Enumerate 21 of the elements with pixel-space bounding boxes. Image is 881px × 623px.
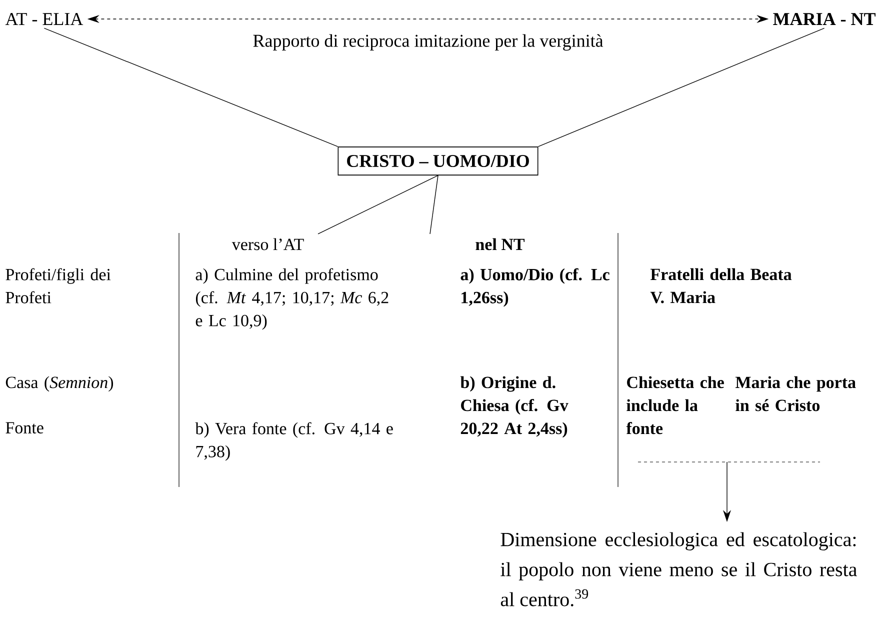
title-box: CRISTO – UOMO/DIO	[338, 146, 538, 176]
table-cell-text: Chiesetta che include la fonte	[626, 376, 724, 434]
table-cell-text: Profeti/figli dei Profeti	[6, 268, 111, 304]
connector-line	[318, 175, 438, 234]
term-label: MARIA - NT	[773, 13, 876, 25]
table-cell-text: a) Culmine del profetismo (cf. Mt 4,17; 10,17; Mc 6,2 e Lc 10,9)	[196, 268, 388, 330]
table-cell-text: b) Vera fonte (cf. Gv 4,14 e 7,38)	[195, 422, 393, 461]
column-heading: nel NT	[476, 238, 525, 250]
connector-line	[538, 28, 825, 147]
table-cell-text: b) Origine d. Chiesa (cf. Gv 20,22 At 2,4ss)	[460, 376, 568, 438]
column-heading: verso l’AT	[232, 238, 304, 250]
table-cell-text: Casa (Semnion)	[6, 376, 114, 392]
conclusion-text: Dimensione ecclesiologica ed escatologica: il popolo non viene meno se il Cristo resta al centro.$^{39}$	[500, 532, 857, 606]
table-cell-text: a) Uomo/Dio (cf. Lc 1,26ss)	[460, 268, 610, 307]
table-cell-text: Maria che porta in sé Cristo	[736, 376, 856, 412]
term-label: AT - ELIA	[5, 13, 84, 25]
table-cell-text: Fonte	[6, 422, 44, 434]
connector-line	[44, 28, 338, 147]
edge-label: Rapporto di reciproca imitazione per la verginità	[253, 34, 604, 51]
connector-line	[430, 175, 438, 234]
table-cell-text: Fratelli della Beata V. Maria	[650, 268, 792, 304]
